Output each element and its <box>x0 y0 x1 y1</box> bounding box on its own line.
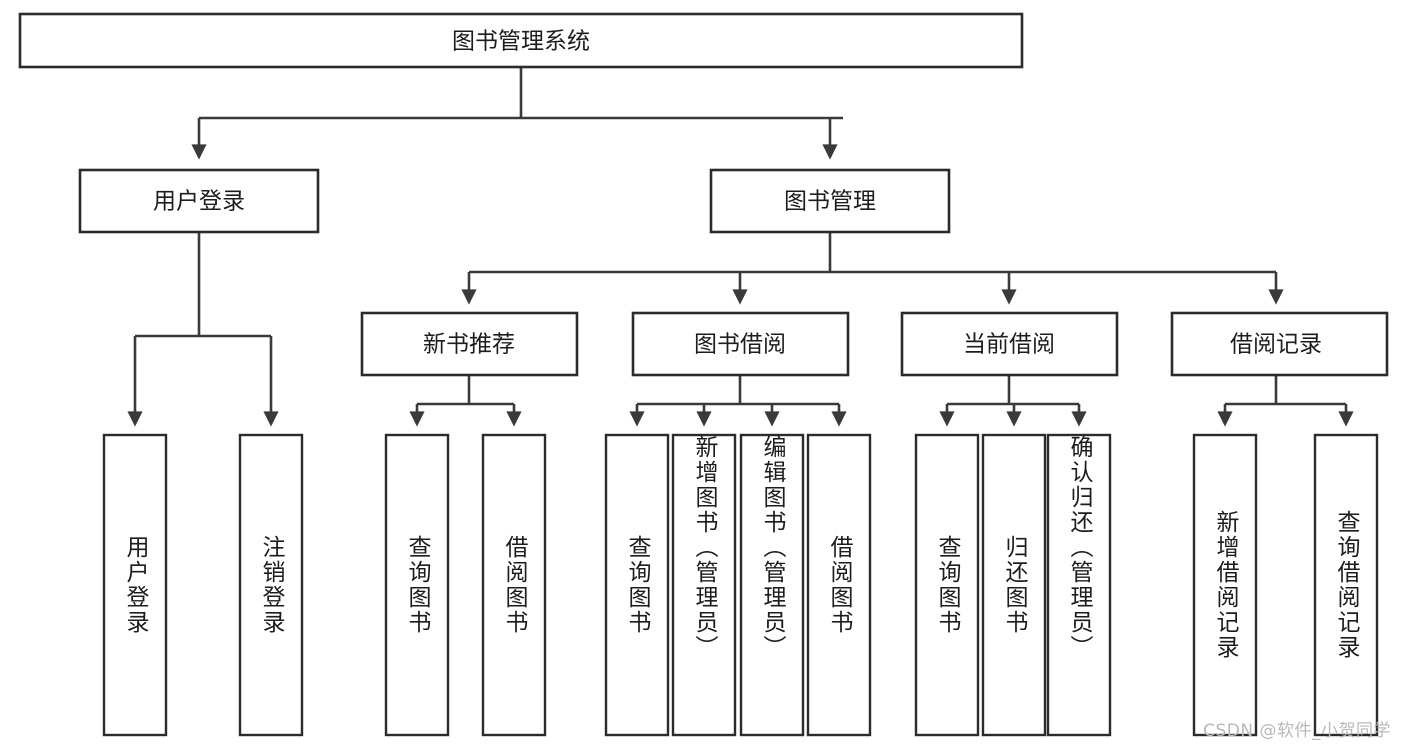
connector-current-borrow-to-leaves <box>939 375 1087 427</box>
node-book-manage-label: 图书管理 <box>784 189 876 215</box>
leaf-new-book-1[interactable] <box>384 433 450 737</box>
leaf-book-borrow-3[interactable] <box>739 433 805 737</box>
node-book-borrow-label: 图书借阅 <box>694 332 786 358</box>
leaf-current-borrow-1[interactable] <box>914 433 980 737</box>
leaf-book-borrow-1[interactable] <box>604 433 670 737</box>
leaf-new-book-2[interactable] <box>481 433 547 737</box>
connector-book-manage-to-level2 <box>461 232 1284 305</box>
node-book-borrow[interactable] <box>631 311 850 377</box>
leaf-book-borrow-2[interactable] <box>671 433 737 737</box>
node-current-borrow[interactable] <box>900 311 1119 377</box>
node-user-login[interactable] <box>78 168 320 234</box>
connector-user-login-to-leaves <box>127 232 279 427</box>
leaf-book-borrow-4[interactable] <box>806 433 872 737</box>
node-current-borrow-label: 当前借阅 <box>963 332 1055 358</box>
node-borrow-record-label: 借阅记录 <box>1230 332 1322 358</box>
leaf-borrow-record-2[interactable] <box>1313 433 1379 737</box>
connector-book-borrow-to-leaves <box>629 375 847 427</box>
leaf-current-borrow-2[interactable] <box>981 433 1047 737</box>
leaf-borrow-record-1[interactable] <box>1192 433 1258 737</box>
connector-root-to-level1 <box>191 67 843 160</box>
node-root[interactable] <box>18 12 1024 69</box>
leaf-current-borrow-3[interactable] <box>1046 433 1112 737</box>
leaf-user-login-1[interactable] <box>102 433 168 737</box>
connector-new-book-to-leaves <box>409 375 522 427</box>
node-new-book-recommend-label: 新书推荐 <box>423 332 515 358</box>
node-new-book-recommend[interactable] <box>360 311 579 377</box>
csdn-watermark: CSDN @软件_小贺同学 <box>1203 721 1391 741</box>
connector-borrow-record-to-leaves <box>1217 375 1354 427</box>
node-root-label: 图书管理系统 <box>452 29 590 55</box>
leaf-user-login-2[interactable] <box>238 433 304 737</box>
node-borrow-record[interactable] <box>1170 311 1389 377</box>
node-book-manage[interactable] <box>709 168 951 234</box>
node-user-login-label: 用户登录 <box>153 189 245 215</box>
